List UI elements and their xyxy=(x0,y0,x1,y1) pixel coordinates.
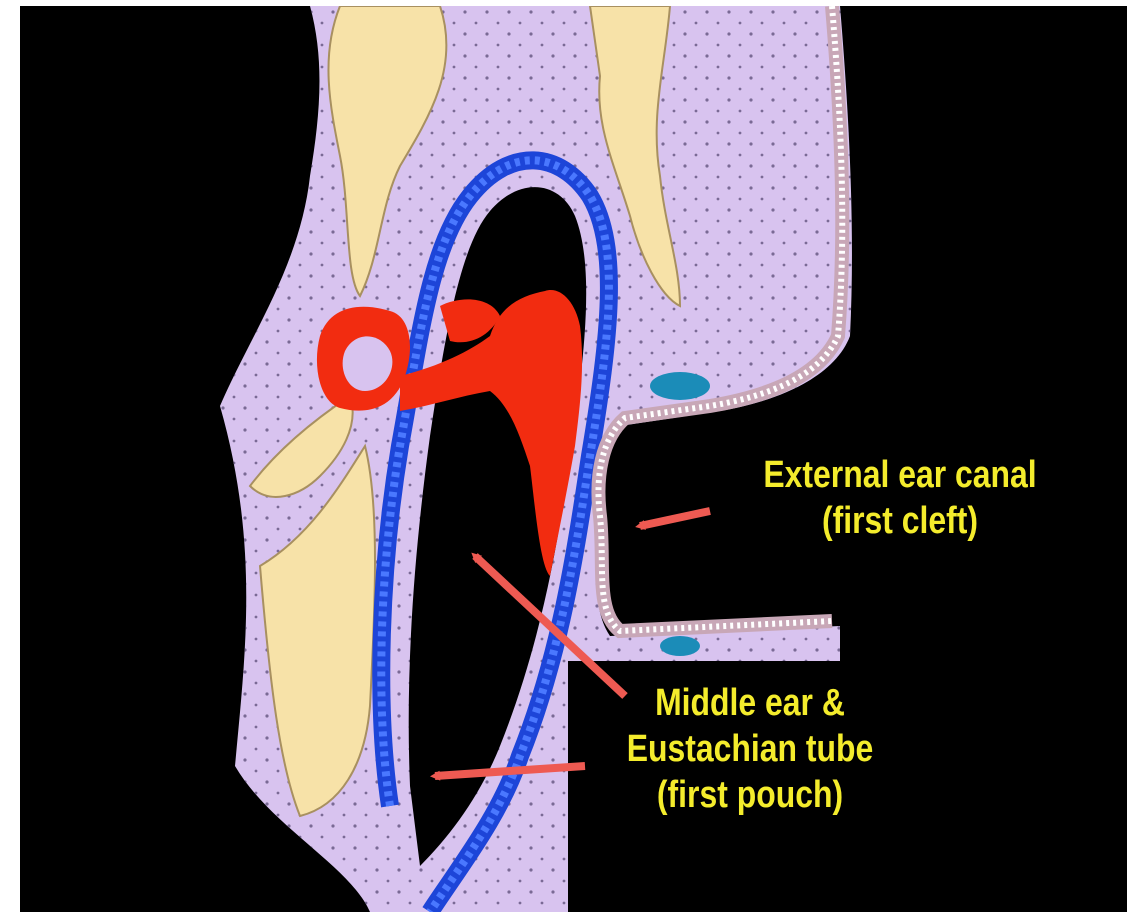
middle-ear-line3: (first pouch) xyxy=(590,772,909,818)
external-canal-label: External ear canal (first cleft) xyxy=(740,452,1059,544)
external-canal-line1: External ear canal xyxy=(740,452,1059,498)
diagram-frame: External ear canal (first cleft) Middle … xyxy=(20,6,1127,912)
middle-ear-line2: Eustachian tube xyxy=(590,726,909,772)
middle-ear-label: Middle ear & Eustachian tube (first pouc… xyxy=(590,680,909,818)
middle-ear-line1: Middle ear & xyxy=(590,680,909,726)
vessel-upper-icon xyxy=(650,372,710,400)
vessel-lower-icon xyxy=(660,636,700,656)
external-canal-line2: (first cleft) xyxy=(740,498,1059,544)
